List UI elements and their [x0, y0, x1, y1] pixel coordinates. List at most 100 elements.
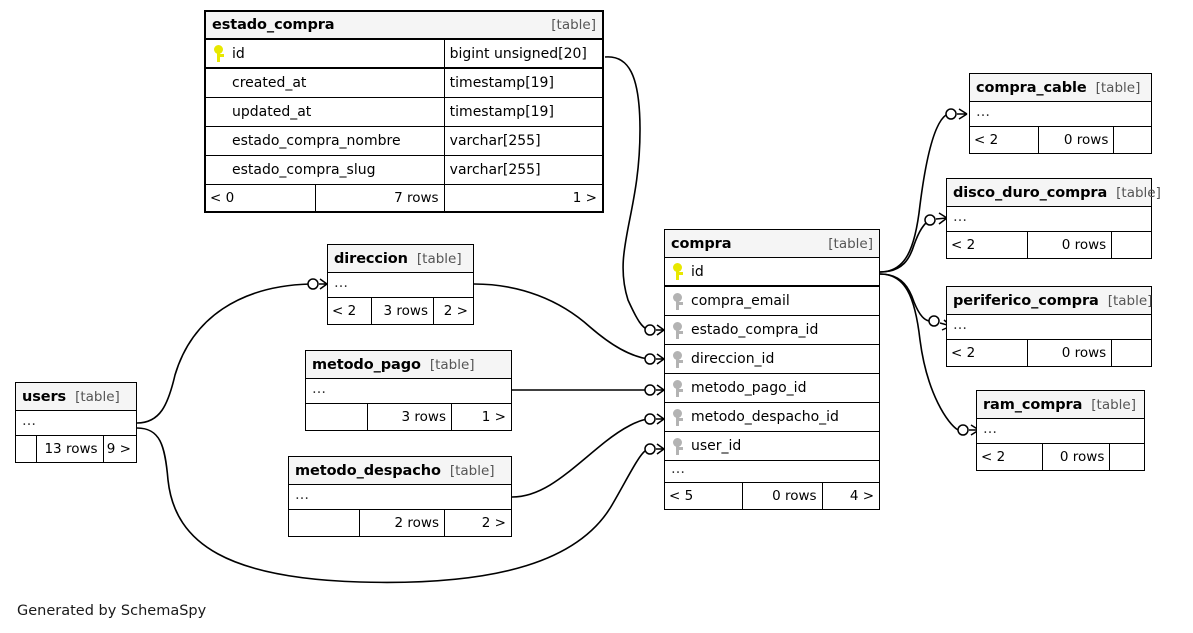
footer-row-count: 0 rows — [1042, 444, 1109, 470]
table-row-more[interactable]: … — [328, 273, 473, 298]
footer-parent-count[interactable] — [289, 510, 359, 536]
footer-child-count[interactable] — [1111, 340, 1151, 366]
table-title: metodo_pago — [312, 356, 421, 373]
table-row-more[interactable]: … — [665, 461, 879, 483]
footer-row-count: 3 rows — [367, 404, 451, 430]
terminator-compra-estado_compra_id — [644, 324, 665, 336]
more-columns-ellipsis: … — [22, 413, 37, 429]
more-columns-ellipsis: … — [953, 317, 968, 333]
footer-child-count[interactable]: 1 > — [443, 185, 602, 211]
table-metodo_despacho[interactable]: metodo_despacho [table] … 2 rows 2 > — [288, 456, 512, 537]
footer-parent-count[interactable]: < 2 — [981, 449, 1006, 465]
table-row[interactable]: updated_at timestamp[19] — [206, 98, 602, 127]
table-row[interactable]: id bigint unsigned[20] — [206, 40, 602, 69]
table-row-more[interactable]: … — [977, 419, 1144, 444]
footer-child-count[interactable]: 1 > — [451, 404, 511, 430]
table-footer-estado_compra: < 0 7 rows 1 > — [206, 185, 602, 211]
footer-parent-count[interactable]: < 0 — [210, 190, 235, 206]
table-row[interactable]: estado_compra_nombre varchar[255] — [206, 127, 602, 156]
footer-child-count[interactable]: 2 > — [433, 298, 473, 324]
footer-parent-count[interactable]: < 2 — [332, 303, 357, 319]
table-disco_duro_compra[interactable]: disco_duro_compra [table] … < 2 0 rows — [946, 178, 1161, 259]
footer-row-count: 13 rows — [35, 436, 103, 462]
table-header-users: users [table] — [16, 383, 136, 411]
footer-child-count[interactable] — [1113, 127, 1151, 153]
footer-parent-count[interactable] — [306, 404, 367, 430]
footer-child-count[interactable] — [1109, 444, 1144, 470]
table-users[interactable]: users [table] … 13 rows 9 > — [15, 382, 137, 463]
primary-key-icon — [671, 263, 684, 280]
footer-parent-count[interactable]: < 2 — [951, 345, 976, 361]
column-name: user_id — [691, 438, 742, 454]
table-periferico_compra[interactable]: periferico_compra [table] … < 2 0 rows — [946, 286, 1152, 367]
table-header-disco_duro_compra: disco_duro_compra [table] — [947, 179, 1161, 207]
footer-child-count[interactable] — [1111, 232, 1151, 258]
column-type: varchar[255] — [443, 156, 602, 184]
table-row[interactable]: metodo_despacho_id — [665, 403, 879, 432]
table-title: disco_duro_compra — [953, 184, 1108, 201]
footer-child-count[interactable]: 4 > — [821, 483, 879, 509]
terminator-compra-metodo_despacho_id — [644, 413, 665, 425]
table-footer-ram_compra: < 2 0 rows — [977, 444, 1144, 470]
table-metodo_pago[interactable]: metodo_pago [table] … 3 rows 1 > — [305, 350, 512, 431]
table-header-periferico_compra: periferico_compra [table] — [947, 287, 1153, 315]
table-row-more[interactable]: … — [16, 411, 136, 436]
table-direccion[interactable]: direccion [table] … < 2 3 rows 2 > — [327, 244, 474, 325]
footer-child-count[interactable]: 9 > — [102, 436, 136, 462]
terminator-compra-user_id — [644, 443, 665, 455]
table-estado_compra[interactable]: estado_compra [table] id bigint unsigned… — [204, 10, 604, 213]
edge-metodo_despacho-compra — [511, 418, 649, 498]
table-tag: [table] — [449, 462, 495, 479]
table-row[interactable]: compra_email — [665, 287, 879, 316]
more-columns-ellipsis: … — [953, 209, 968, 225]
footer-row-count: 0 rows — [1026, 232, 1112, 258]
table-row[interactable]: direccion_id — [665, 345, 879, 374]
table-tag: [table] — [1107, 292, 1153, 309]
table-ram_compra[interactable]: ram_compra [table] … < 2 0 rows — [976, 390, 1145, 471]
footer-parent-count[interactable]: < 2 — [951, 237, 976, 253]
table-tag: [table] — [416, 250, 462, 267]
edge-estado_compra-compra — [604, 56, 649, 331]
edge-compra-disco_duro_compra — [879, 219, 931, 273]
footer-child-count[interactable]: 2 > — [444, 510, 511, 536]
table-row-more[interactable]: … — [306, 379, 511, 404]
column-name: created_at — [232, 75, 307, 91]
table-row[interactable]: user_id — [665, 432, 879, 461]
footer-parent-count[interactable]: < 5 — [669, 488, 694, 504]
generated-by-credit: Generated by SchemaSpy — [17, 603, 207, 619]
table-header-ram_compra: ram_compra [table] — [977, 391, 1144, 419]
table-row-more[interactable]: … — [970, 102, 1151, 127]
table-row[interactable]: estado_compra_slug varchar[255] — [206, 156, 602, 185]
table-tag: [table] — [1095, 79, 1141, 96]
table-row[interactable]: estado_compra_id — [665, 316, 879, 345]
edge-direccion-compra — [473, 283, 649, 360]
table-compra[interactable]: compra [table] id compra_email estado_co… — [664, 229, 880, 510]
foreign-key-icon — [671, 437, 684, 455]
footer-row-count: 0 rows — [1038, 127, 1113, 153]
table-compra_cable[interactable]: compra_cable [table] … < 2 0 rows — [969, 73, 1152, 154]
column-type: bigint unsigned[20] — [443, 40, 602, 67]
table-row[interactable]: metodo_pago_id — [665, 374, 879, 403]
table-row-more[interactable]: … — [289, 485, 511, 510]
footer-row-count: 2 rows — [359, 510, 444, 536]
table-header-metodo_despacho: metodo_despacho [table] — [289, 457, 511, 485]
footer-row-count: 3 rows — [371, 298, 433, 324]
table-row[interactable]: created_at timestamp[19] — [206, 69, 602, 98]
table-footer-disco_duro_compra: < 2 0 rows — [947, 232, 1151, 258]
table-header-metodo_pago: metodo_pago [table] — [306, 351, 511, 379]
foreign-key-icon — [671, 292, 684, 310]
table-footer-periferico_compra: < 2 0 rows — [947, 340, 1151, 366]
edge-compra-periferico_compra — [879, 273, 930, 322]
table-footer-direccion: < 2 3 rows 2 > — [328, 298, 473, 324]
table-tag: [table] — [429, 356, 475, 373]
column-name: metodo_pago_id — [691, 380, 807, 396]
footer-parent-count[interactable]: < 2 — [974, 132, 999, 148]
foreign-key-icon — [671, 350, 684, 368]
footer-parent-count[interactable] — [16, 436, 36, 462]
table-row[interactable]: id — [665, 258, 879, 287]
footer-row-count: 7 rows — [314, 185, 444, 211]
table-title: periferico_compra — [953, 292, 1099, 309]
table-row-more[interactable]: … — [947, 315, 1151, 340]
table-row-more[interactable]: … — [947, 207, 1151, 232]
more-columns-ellipsis: … — [976, 104, 991, 120]
